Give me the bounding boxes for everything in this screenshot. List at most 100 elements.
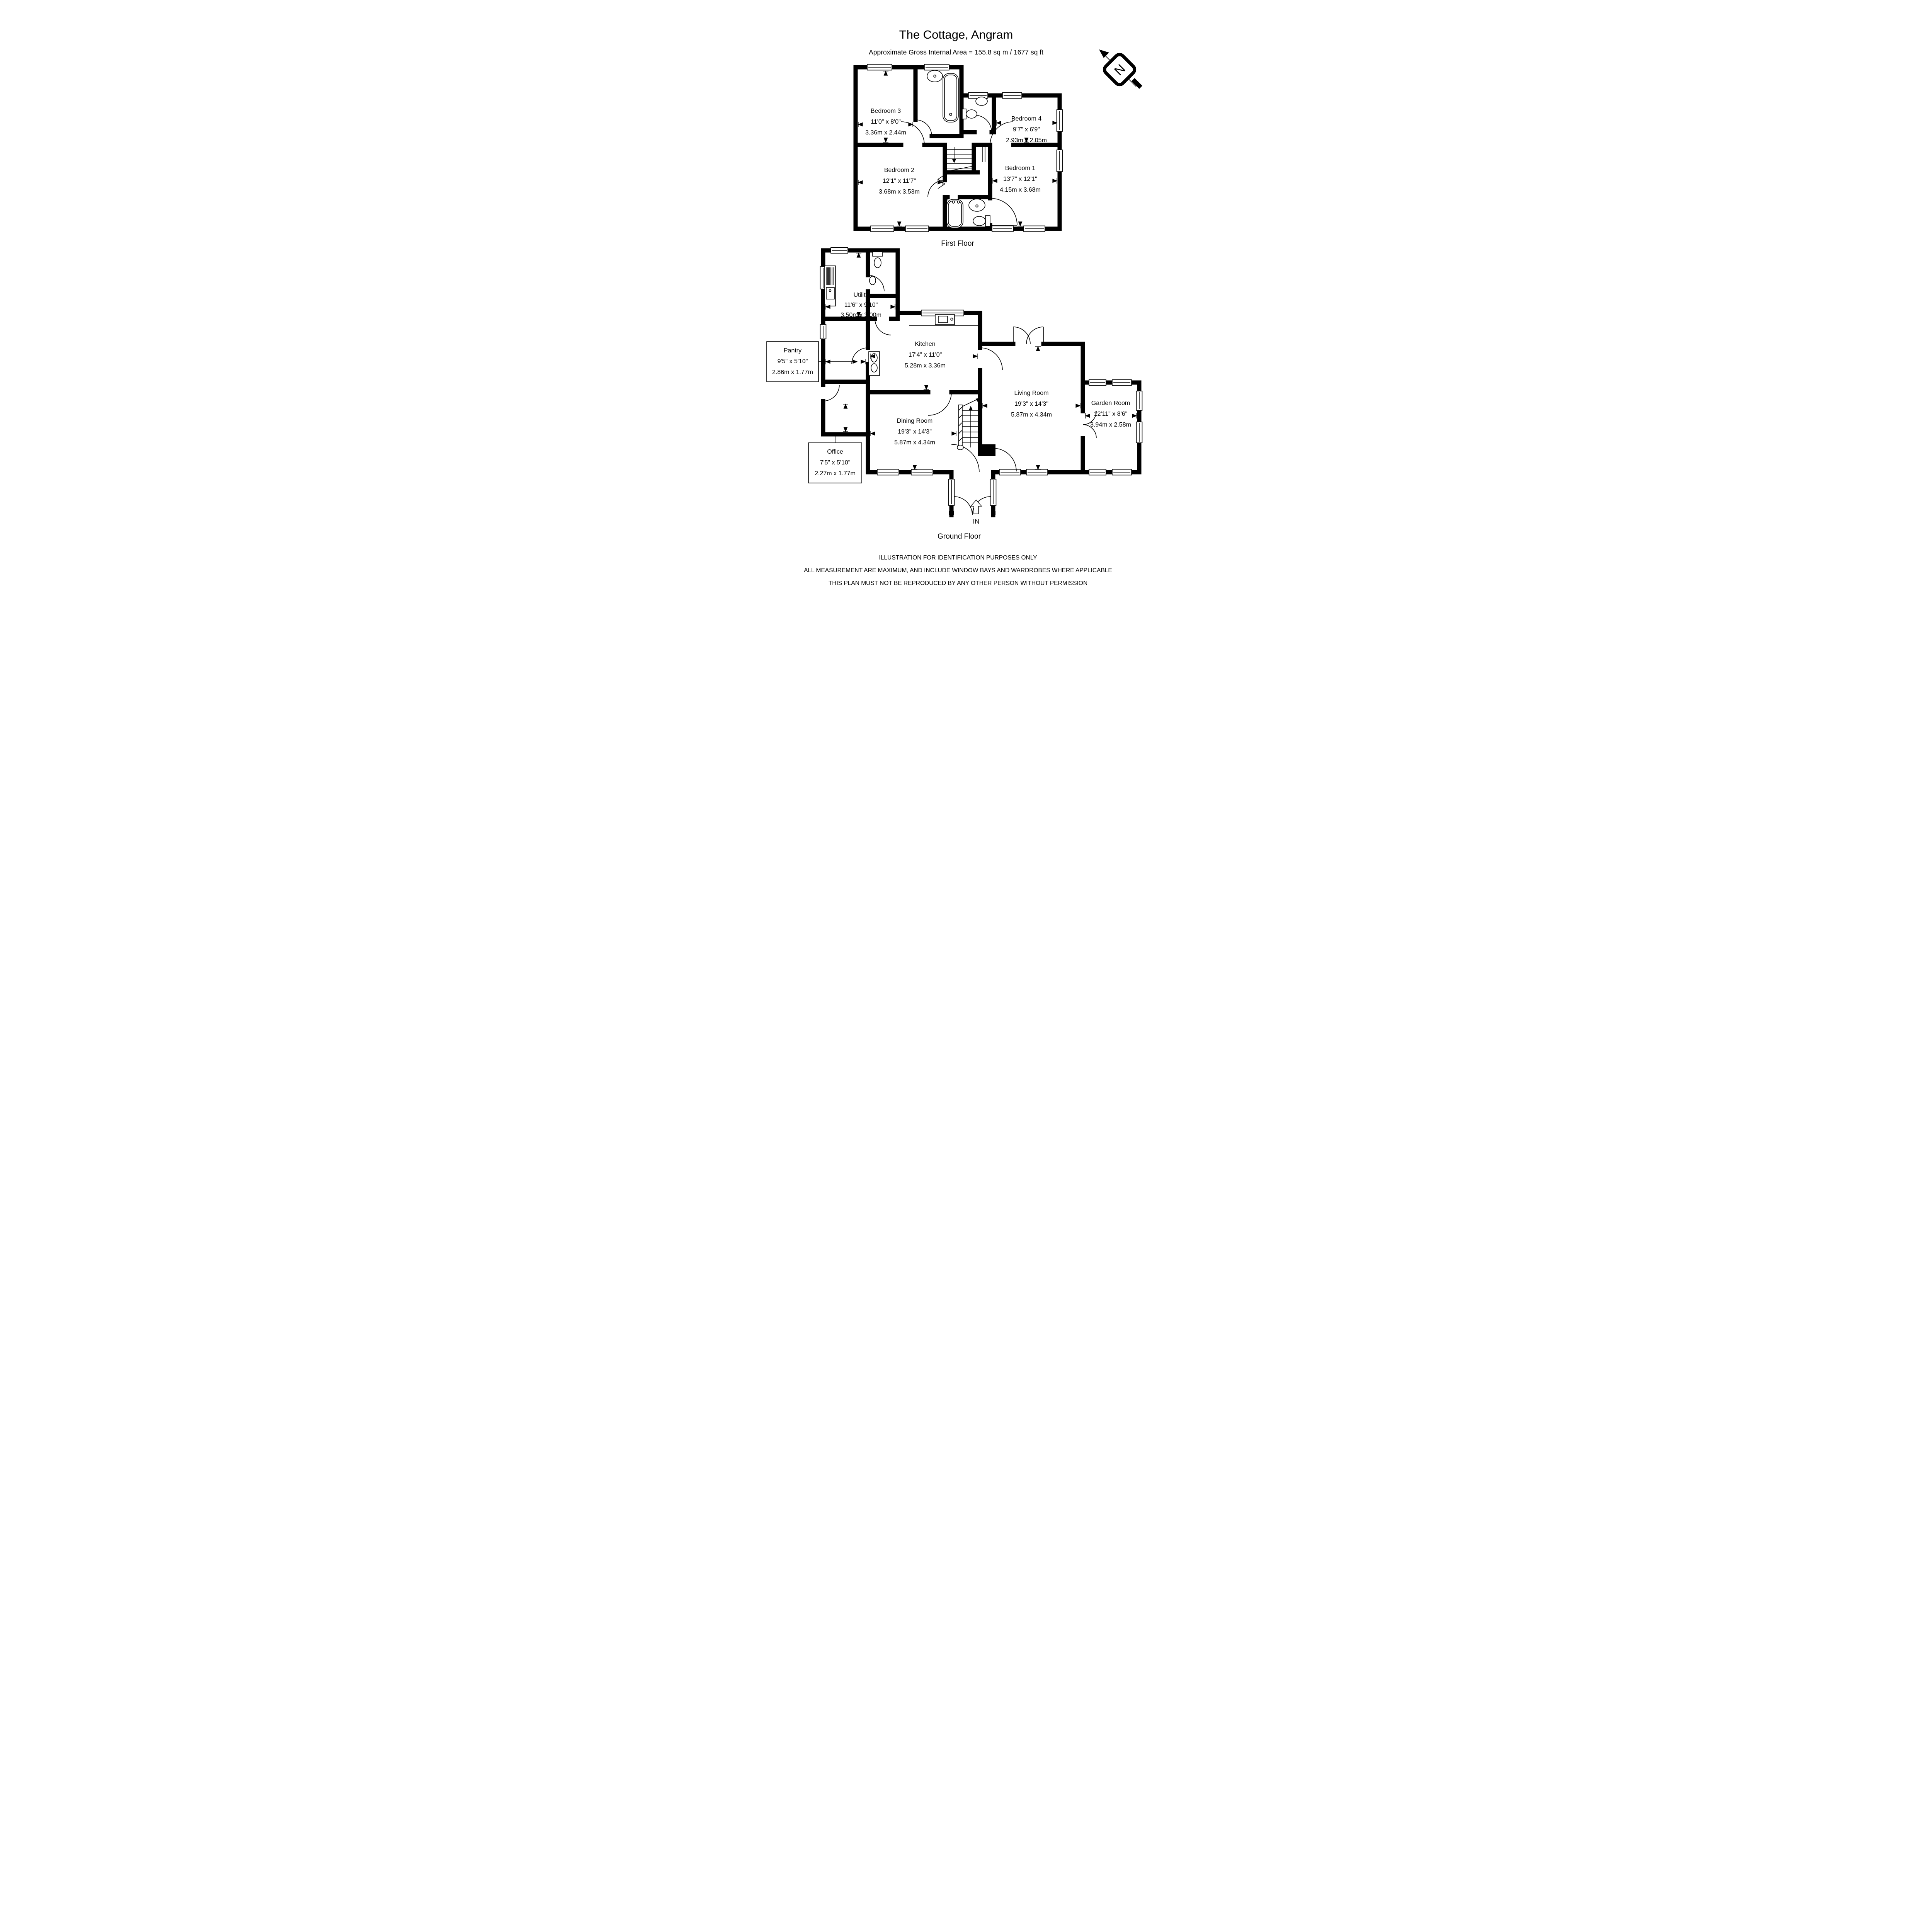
entrance-arrow-icon <box>970 499 982 514</box>
kitchen-sink-tap <box>950 318 953 321</box>
bath-tap <box>951 201 955 204</box>
double-door-arc <box>1082 424 1097 439</box>
room-metric: 3.68m x 3.53m <box>879 189 920 195</box>
toilet-icon <box>873 257 881 268</box>
room-label-pantry: Pantry 9'5" x 5'10" 2.86m x 1.77m <box>766 341 858 382</box>
stair-newel <box>956 445 964 450</box>
toilet-cistern <box>872 252 883 257</box>
room-metric: 5.87m x 4.34m <box>894 439 935 446</box>
dimension-arrow <box>883 138 888 143</box>
footer-line-3: THIS PLAN MUST NOT BE REPRODUCED BY ANY … <box>828 580 1087 587</box>
drainer-lines <box>825 267 834 285</box>
room-imperial: 13'7" x 12'1" <box>1003 176 1037 182</box>
room-name: Dining Room <box>897 418 932 424</box>
dimension-arrow <box>890 304 896 310</box>
dimension-arrow <box>1035 346 1041 351</box>
door-arc <box>990 198 1018 226</box>
first-floor-dimension-arrows <box>857 70 1058 227</box>
toilet-icon <box>972 216 986 226</box>
room-name: Office <box>827 449 843 455</box>
room-label-bedroom-3: Bedroom 3 11'0" x 8'0" 3.36m x 2.44m <box>865 108 906 136</box>
entrance-label: IN <box>973 518 979 525</box>
room-name: Living Room <box>1014 390 1048 396</box>
bath-drain <box>949 113 952 116</box>
room-imperial: 9'5" x 5'10" <box>777 358 808 365</box>
door-arc <box>823 384 840 401</box>
dimension-arrow <box>992 178 997 184</box>
header: The Cottage, Angram Approximate Gross In… <box>869 28 1043 56</box>
room-metric: 2.27m x 1.77m <box>815 470 856 477</box>
room-label-bedroom-1: Bedroom 1 13'7" x 12'1" 4.15m x 3.68m <box>1000 165 1041 193</box>
door-arc <box>989 121 1013 145</box>
first-floor-bathroom-fixtures <box>926 70 988 122</box>
dimension-arrow <box>912 465 917 470</box>
sink-tap <box>829 289 831 292</box>
stove-burner <box>870 363 878 372</box>
room-name: Kitchen <box>915 341 935 347</box>
dimension-arrow <box>972 354 978 359</box>
room-imperial: 11'0" x 8'0" <box>871 119 901 125</box>
ground-floor-label: Ground Floor <box>938 532 981 541</box>
entrance: IN <box>970 499 982 525</box>
door-arc <box>951 444 980 473</box>
first-floor-label: First Floor <box>941 240 974 248</box>
floorplan-svg: The Cottage, Angram Approximate Gross In… <box>766 28 1142 587</box>
stair-rail-hatch <box>958 407 962 442</box>
kitchen-fixtures <box>868 314 978 376</box>
dimension-arrow <box>857 122 863 127</box>
room-imperial: 12'1" x 11'7" <box>882 178 916 184</box>
room-label-office: Office 7'5" x 5'10" 2.27m x 1.77m <box>808 435 862 483</box>
dimension-arrow <box>842 427 848 432</box>
first-floor-ensuite-fixtures <box>946 199 990 228</box>
room-label-bedroom-2: Bedroom 2 12'1" x 11'7" 3.68m x 3.53m <box>879 167 920 195</box>
sink-icon <box>869 276 876 285</box>
porch-post <box>990 511 995 515</box>
footer: ILLUSTRATION FOR IDENTIFICATION PURPOSES… <box>804 554 1112 587</box>
room-name: Bedroom 2 <box>884 167 914 173</box>
dimension-arrow <box>1084 413 1090 418</box>
door-arc <box>993 448 1017 472</box>
first-floor-plan: Bedroom 3 11'0" x 8'0" 3.36m x 2.44m Bed… <box>853 64 1063 232</box>
room-metric: 3.50m x 3.00m <box>841 312 881 318</box>
stair-direction-arrow <box>952 159 956 163</box>
door-arc <box>874 318 891 335</box>
room-metric: 3.36m x 2.44m <box>865 129 906 136</box>
room-name: Utility <box>853 292 868 298</box>
dimension-arrow <box>860 359 866 364</box>
door-arc <box>980 347 1003 371</box>
dimension-arrow <box>896 221 902 227</box>
ground-floor-dimension-arrows <box>825 252 1137 470</box>
label-box <box>808 442 862 483</box>
first-floor-windows <box>866 64 1063 232</box>
door-leaf <box>982 146 985 162</box>
bath-inner <box>944 75 957 121</box>
dimension-arrow <box>937 180 943 185</box>
dimension-arrow <box>951 431 957 436</box>
room-metric: 4.15m x 3.68m <box>1000 187 1041 193</box>
page-subtitle: Approximate Gross Internal Area = 155.8 … <box>869 48 1043 56</box>
sink-icon <box>975 97 988 106</box>
door-arc <box>928 392 952 416</box>
room-imperial: 9'7" x 6'9" <box>1013 126 1040 133</box>
dimension-arrow <box>995 120 1001 126</box>
sink-drain <box>933 75 936 78</box>
dimension-arrow <box>1132 413 1137 418</box>
bath-tap <box>956 201 960 204</box>
dimension-arrow <box>908 122 914 127</box>
door-arc <box>915 119 932 136</box>
toilet-cistern <box>985 215 990 227</box>
wall-block <box>977 444 995 456</box>
first-floor-doors <box>901 115 1018 226</box>
dimension-arrow <box>1035 465 1041 470</box>
stair-rail <box>958 405 963 449</box>
floorplan-sheet: The Cottage, Angram Approximate Gross In… <box>742 0 1174 610</box>
north-arrow-head-icon <box>1099 49 1109 58</box>
room-label-living-room: Living Room 19'3" x 14'3" 5.87m x 4.34m <box>1011 390 1052 418</box>
room-imperial: 19'3" x 14'3" <box>898 429 932 435</box>
door-arc <box>868 275 885 292</box>
dimension-arrow <box>842 403 848 409</box>
room-name: Bedroom 3 <box>870 108 900 114</box>
door-arc <box>901 121 925 145</box>
door-arc <box>927 180 945 197</box>
ground-floor-plan: Utility 11'6" x 9'10" 3.50m x 3.00m Pant… <box>766 247 1142 525</box>
